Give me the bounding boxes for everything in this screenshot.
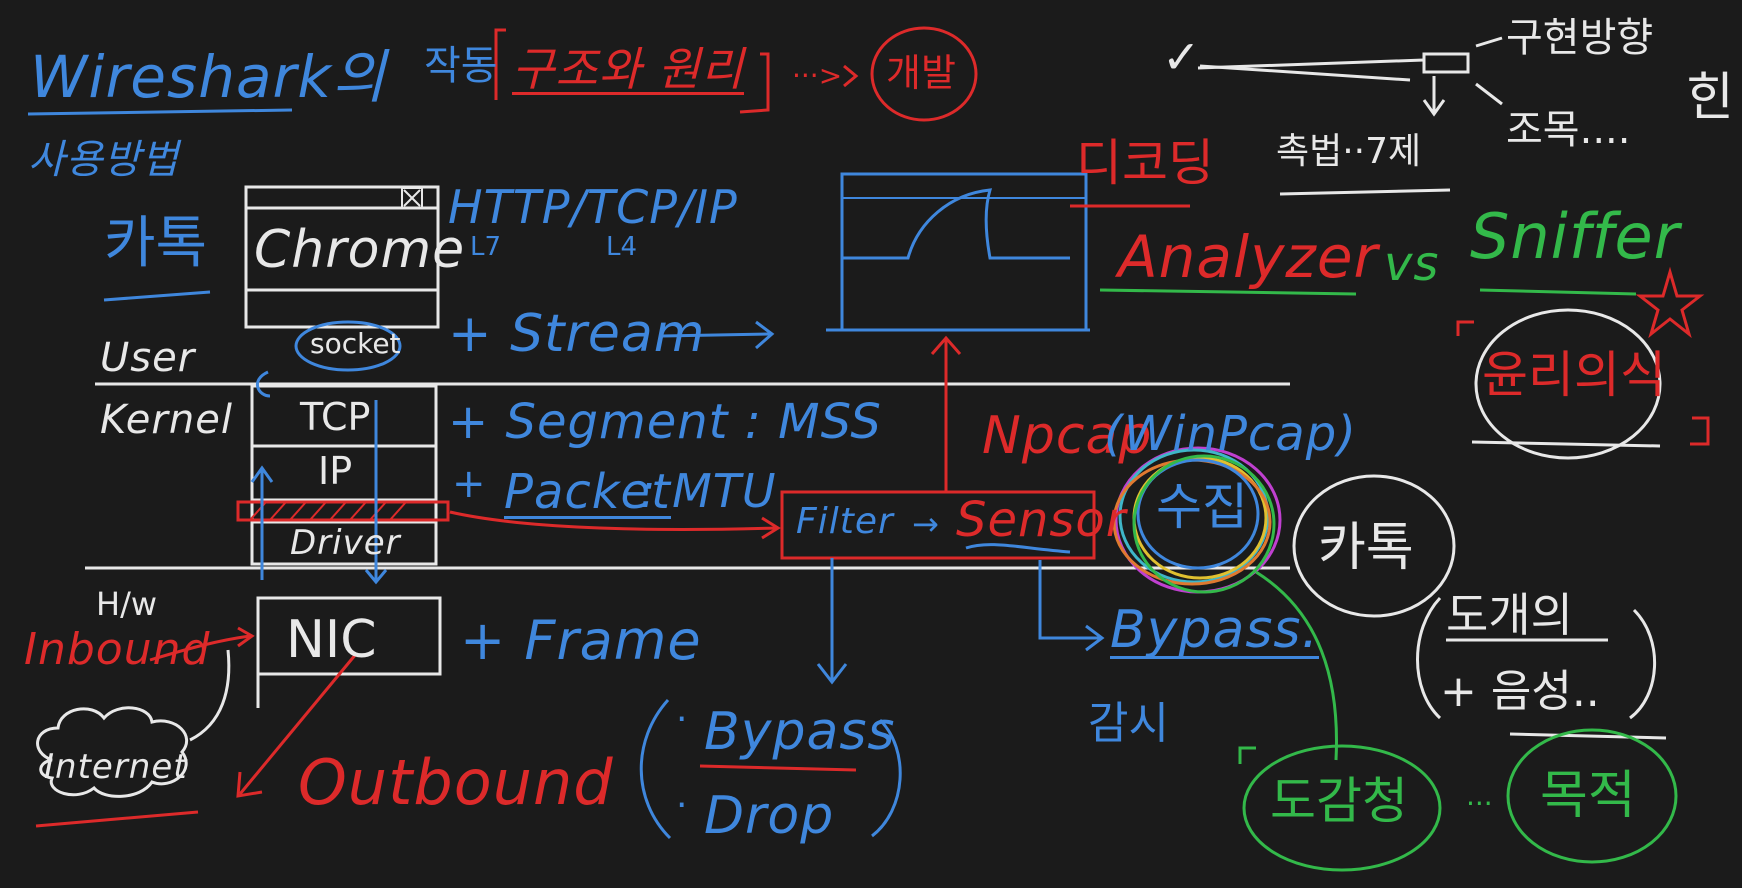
- note-right: 힌: [1686, 68, 1734, 128]
- unit-packet: Packet: [504, 464, 671, 520]
- label-decoding: 디코딩: [1076, 134, 1214, 192]
- katok-circle: [1292, 474, 1456, 618]
- ethics-circle: [1474, 308, 1662, 460]
- title-line1: Wireshark의: [30, 43, 387, 111]
- stack-ip: IP: [318, 449, 353, 493]
- hook-band: [236, 500, 450, 522]
- shark-fin-icon: [842, 188, 1070, 260]
- option-bypass: Bypass: [704, 702, 896, 762]
- label-ethics: 윤리의식: [1482, 346, 1666, 404]
- stack-chrome: Chrome: [254, 220, 466, 280]
- header-circled: 개발: [886, 51, 956, 95]
- eavesdrop-circle: [1242, 744, 1442, 872]
- unit-stream: + Stream: [448, 304, 706, 364]
- stack-driver: Driver: [290, 523, 401, 563]
- label-eavesdrop: 도감청: [1270, 772, 1408, 830]
- label-ex1: 도개의: [1446, 588, 1573, 642]
- label-user: User: [100, 335, 196, 381]
- option-dot2: ·: [676, 785, 688, 826]
- label-sniffer: Sniffer: [1470, 200, 1681, 273]
- label-purpose: 목적: [1540, 766, 1636, 826]
- star-icon: [1635, 266, 1705, 339]
- stack-nic: NIC: [286, 610, 377, 670]
- chrome-window-box: [244, 185, 440, 329]
- capture-winpcap: (WinPcap): [1104, 406, 1357, 462]
- unit-segment: + Segment : MSS: [448, 394, 882, 450]
- protocol-l4: L4: [606, 232, 638, 262]
- collect-circles: [1112, 446, 1282, 594]
- header-bracketed: 구조와 원리: [512, 42, 745, 96]
- label-hw: H/w: [96, 585, 158, 623]
- header-prefix: 작동: [424, 43, 498, 89]
- label-internet: Internet: [44, 747, 188, 787]
- capture-monitor: 감시: [1088, 698, 1169, 749]
- capture-bypass: Bypass.: [1110, 600, 1320, 660]
- capture-arrow: →: [912, 505, 939, 543]
- note-direction: 구현방향: [1506, 15, 1654, 61]
- unit-plus: +: [452, 461, 486, 507]
- socket-ellipse: [294, 320, 402, 372]
- label-inbound: Inbound: [24, 624, 211, 675]
- stack-tcp: TCP: [300, 395, 371, 439]
- protocol-line: HTTP/TCP/IP: [448, 180, 738, 234]
- unit-frame: + Frame: [460, 609, 702, 672]
- check-icon: ✓: [1162, 30, 1201, 84]
- unit-mtu: : MTU: [640, 464, 777, 518]
- label-analyzer: Analyzer: [1118, 223, 1379, 291]
- note-bottom: 촉법··7제: [1276, 131, 1422, 172]
- label-dots: ···: [1466, 787, 1493, 820]
- develop-circle: [870, 26, 978, 122]
- kernel-stack-box: [250, 384, 438, 566]
- outbound-arrow: [238, 653, 358, 795]
- capture-collect: 수집: [1156, 478, 1248, 536]
- close-icon: [401, 187, 423, 209]
- option-dot1: ·: [676, 699, 688, 740]
- note-items: 조목....: [1506, 107, 1631, 153]
- stack-socket: socket: [310, 327, 401, 360]
- label-katok: 카톡: [104, 211, 208, 276]
- capture-sensor: Sensor: [956, 492, 1127, 548]
- capture-npcap: Npcap: [982, 406, 1153, 466]
- internet-cloud: [36, 706, 189, 798]
- filter-sensor-box: [780, 490, 1096, 560]
- label-katok2: 카톡: [1318, 518, 1414, 578]
- purpose-circle: [1506, 728, 1678, 864]
- label-kernel: Kernel: [100, 397, 233, 443]
- label-vs: vs: [1384, 236, 1440, 292]
- protocol-l7: L7: [470, 232, 502, 262]
- title-line2: 사용방법: [28, 137, 180, 183]
- header-arrow: ···>: [792, 59, 843, 92]
- capture-filter: Filter: [796, 501, 894, 542]
- label-ex2: + 음성..: [1440, 666, 1600, 717]
- label-outbound: Outbound: [298, 746, 614, 819]
- option-drop: Drop: [704, 786, 835, 846]
